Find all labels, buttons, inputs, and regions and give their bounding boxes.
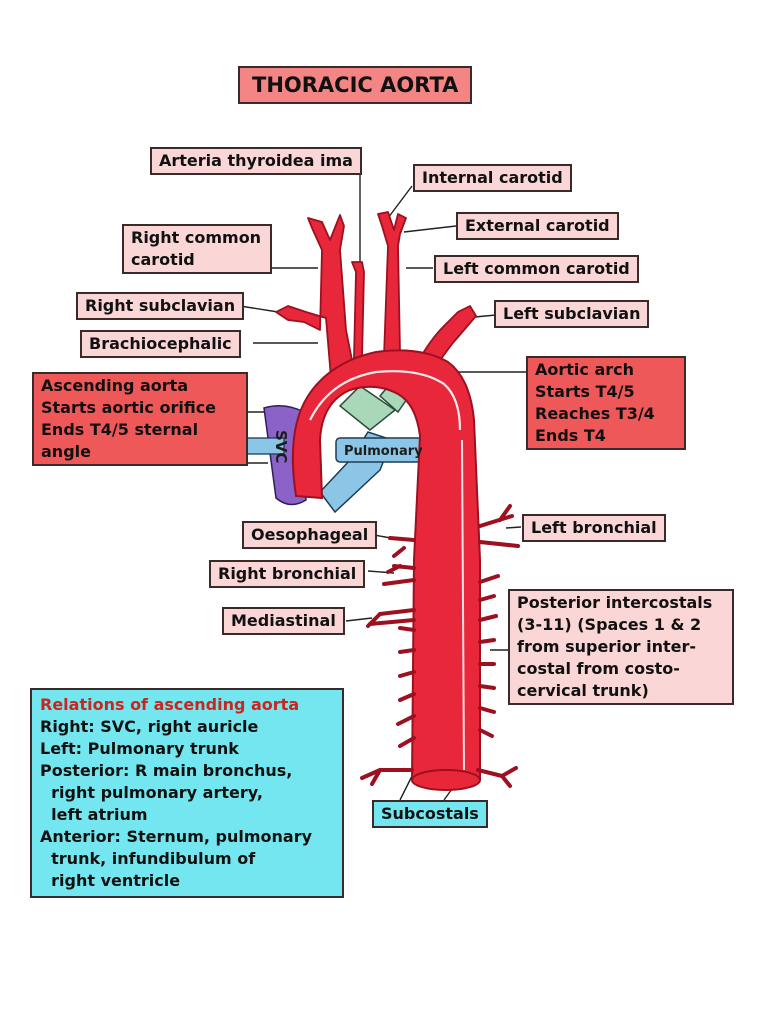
label-arteria-thyroidea-ima: Arteria thyroidea ima	[150, 147, 362, 175]
label-line: Ascending aorta	[41, 376, 189, 395]
label-internal-carotid: Internal carotid	[413, 164, 572, 192]
label-mediastinal: Mediastinal	[222, 607, 345, 635]
label-line: Aortic arch	[535, 360, 635, 379]
label-line: Ends T4	[535, 426, 606, 445]
label-ascending-aorta: Ascending aorta Starts aortic orifice En…	[32, 372, 248, 466]
relations-line: right ventricle	[40, 871, 181, 890]
label-posterior-intercostals: Posterior intercostals (3-11) (Spaces 1 …	[508, 589, 734, 705]
label-line: Right common	[131, 228, 262, 247]
relations-line: Posterior: R main bronchus,	[40, 761, 293, 780]
small-branches	[360, 504, 520, 788]
relations-line: Right: SVC, right auricle	[40, 717, 259, 736]
label-line: from superior inter-	[517, 637, 697, 656]
relations-line: Anterior: Sternum, pulmonary	[40, 827, 313, 846]
page-title: THORACIC AORTA	[238, 66, 473, 104]
relations-line: Left: Pulmonary trunk	[40, 739, 239, 758]
label-line: cervical trunk)	[517, 681, 649, 700]
aortic-arch-and-descending	[291, 349, 481, 791]
label-line: costal from costo-	[517, 659, 680, 678]
label-line: Starts aortic orifice	[41, 398, 217, 417]
relations-heading: Relations of ascending aorta	[40, 695, 300, 714]
label-line: Reaches T3/4	[535, 404, 655, 423]
label-right-bronchial: Right bronchial	[209, 560, 366, 588]
label-aortic-arch: Aortic arch Starts T4/5 Reaches T3/4 End…	[526, 356, 686, 450]
label-line: (3-11) (Spaces 1 & 2	[517, 615, 702, 634]
relations-line: trunk, infundibulum of	[40, 849, 256, 868]
label-line: Posterior intercostals	[517, 593, 713, 612]
svc-label: SVC	[272, 430, 290, 463]
pulmonary-label: Pulmonary	[344, 444, 423, 459]
label-oesophageal: Oesophageal	[242, 521, 378, 549]
label-right-subclavian: Right subclavian	[76, 292, 245, 320]
label-left-bronchial: Left bronchial	[522, 514, 666, 542]
relations-line: left atrium	[40, 805, 148, 824]
label-left-common-carotid: Left common carotid	[434, 255, 639, 283]
relations-box: Relations of ascending aorta Right: SVC,…	[30, 688, 344, 898]
label-line: Ends T4/5 sternal	[41, 420, 199, 439]
label-line: carotid	[131, 250, 195, 269]
label-external-carotid: External carotid	[456, 212, 619, 240]
label-right-common-carotid: Right common carotid	[122, 224, 272, 274]
label-left-subclavian: Left subclavian	[494, 300, 650, 328]
label-subcostals: Subcostals	[372, 800, 488, 828]
label-brachiocephalic: Brachiocephalic	[80, 330, 241, 358]
label-line: Starts T4/5	[535, 382, 635, 401]
label-line: angle	[41, 442, 91, 461]
relations-line: right pulmonary artery,	[40, 783, 263, 802]
